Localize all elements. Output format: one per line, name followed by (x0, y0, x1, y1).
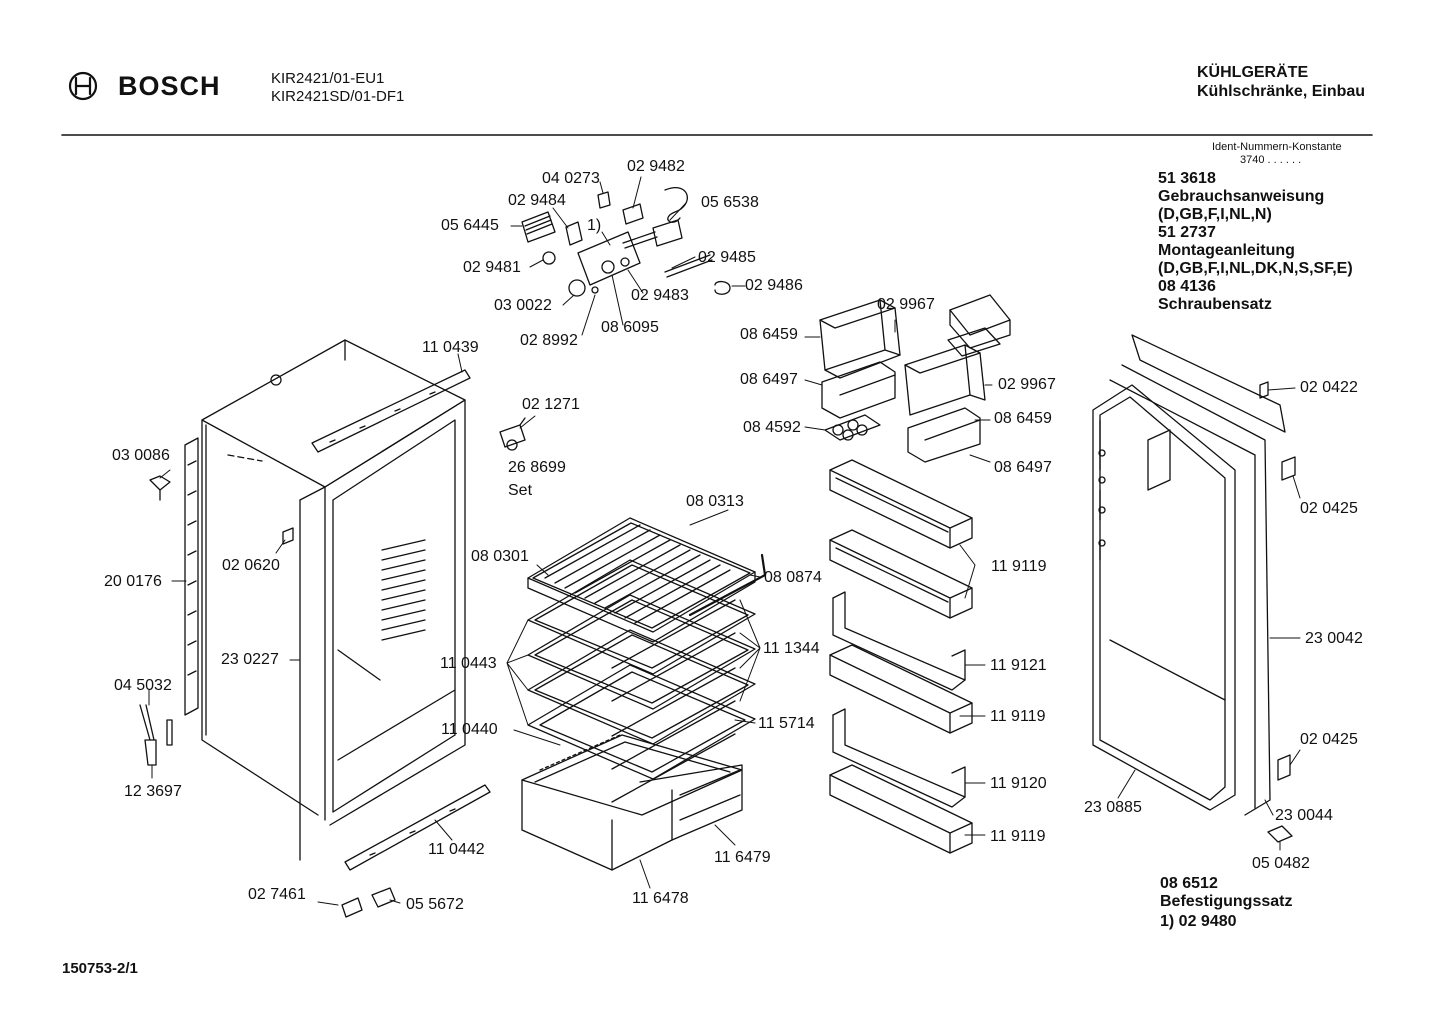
part-label: 08 0301 (471, 548, 529, 565)
info-line: Montageanleitung (1158, 242, 1295, 259)
part-label: 08 0874 (764, 569, 822, 586)
part-label: 02 9481 (463, 259, 521, 276)
part-label: 11 9119 (991, 558, 1047, 575)
part-label: 23 0227 (221, 651, 279, 668)
part-label: 05 6445 (441, 217, 499, 234)
part-label: 11 0442 (428, 841, 485, 858)
part-label: 11 5714 (758, 715, 815, 732)
part-label: 11 0439 (422, 339, 479, 356)
category-title: KÜHLGERÄTE (1197, 64, 1309, 81)
part-label: 11 1344 (763, 640, 820, 657)
part-label: 02 9485 (698, 249, 756, 266)
info-line: (D,GB,F,I,NL,DK,N,S,SF,E) (1158, 260, 1353, 277)
part-label: 03 0022 (494, 297, 552, 314)
part-label: 11 9121 (990, 657, 1047, 674)
part-label: 02 9967 (998, 376, 1056, 393)
crisper-drawers (521, 734, 743, 871)
bosch-logo-icon (68, 71, 98, 101)
footer-line: Befestigungssatz (1160, 893, 1293, 910)
part-label: 02 8992 (520, 332, 578, 349)
part-label: 02 9484 (508, 192, 566, 209)
part-label: 05 6538 (701, 194, 759, 211)
info-line: 51 2737 (1158, 224, 1216, 241)
part-label: 23 0044 (1275, 807, 1333, 824)
info-line: Gebrauchsanweisung (1158, 188, 1325, 205)
footer-line: 1) 02 9480 (1160, 913, 1237, 930)
part-label: 11 0443 (440, 655, 497, 672)
part-label: 23 0042 (1305, 630, 1363, 647)
part-label: 02 9967 (877, 296, 935, 313)
thermostat-assembly (521, 187, 731, 297)
part-label: 04 5032 (114, 677, 172, 694)
part-label: 11 9119 (990, 828, 1046, 845)
part-label: 08 6459 (740, 326, 798, 343)
part-label: Set (508, 482, 533, 499)
leader-lines (148, 176, 1301, 906)
info-line: 08 4136 (1158, 278, 1216, 295)
part-label: 02 0425 (1300, 731, 1358, 748)
info-line: Schraubensatz (1158, 296, 1272, 313)
part-label: 02 9482 (627, 158, 685, 175)
part-label: 08 6095 (601, 319, 659, 336)
part-label: 05 0482 (1252, 855, 1310, 872)
part-label: 1) (587, 217, 602, 234)
part-label: 23 0885 (1084, 799, 1142, 816)
clip-parts-icon (341, 887, 396, 918)
fridge-cabinet (184, 339, 491, 871)
butter-compartments (819, 294, 1011, 463)
glass-shelves (527, 517, 767, 803)
part-label: 08 4592 (743, 419, 801, 436)
ident-value: 3740 . . . . . . (1240, 154, 1302, 166)
ident-title: Ident-Nummern-Konstante (1212, 141, 1342, 153)
part-label: 02 7461 (248, 886, 306, 903)
part-label: 04 0273 (542, 170, 600, 187)
brand-name: BOSCH (118, 71, 221, 101)
sheet-number: 150753-2/1 (62, 960, 138, 977)
part-label: 12 3697 (124, 783, 182, 800)
part-label: 02 0620 (222, 557, 280, 574)
part-label: 03 0086 (112, 447, 170, 464)
footer-line: 08 6512 (1160, 875, 1218, 892)
part-label: 11 9120 (990, 775, 1047, 792)
part-label: 08 6497 (740, 371, 798, 388)
part-label: 11 0440 (441, 721, 498, 738)
part-label: 08 6497 (994, 459, 1052, 476)
part-label: 11 6478 (632, 890, 689, 907)
part-03-0086-icon (149, 475, 171, 501)
thermostat-knob-icon (499, 417, 526, 451)
part-label: 20 0176 (104, 573, 162, 590)
part-label: 02 0422 (1300, 379, 1358, 396)
info-line: (D,GB,F,I,NL,N) (1158, 206, 1272, 223)
part-label: 26 8699 (508, 459, 566, 476)
category-subtitle: Kühlschränke, Einbau (1197, 83, 1366, 100)
part-label: 02 9486 (745, 277, 803, 294)
part-label: 02 9483 (631, 287, 689, 304)
part-label: 02 0425 (1300, 500, 1358, 517)
info-line: 51 3618 (1158, 170, 1216, 187)
part-label: 05 5672 (406, 896, 464, 913)
sensor-cable-icon (139, 704, 173, 766)
part-label: 11 6479 (714, 849, 771, 866)
model-number-2: KIR2421SD/01-DF1 (271, 88, 405, 105)
fridge-door (1092, 334, 1296, 843)
part-label: 08 6459 (994, 410, 1052, 427)
model-number-1: KIR2421/01-EU1 (271, 70, 385, 87)
part-label: 08 0313 (686, 493, 744, 510)
door-bins (829, 459, 973, 854)
part-label: 11 9119 (990, 708, 1046, 725)
part-label: 02 1271 (522, 396, 580, 413)
